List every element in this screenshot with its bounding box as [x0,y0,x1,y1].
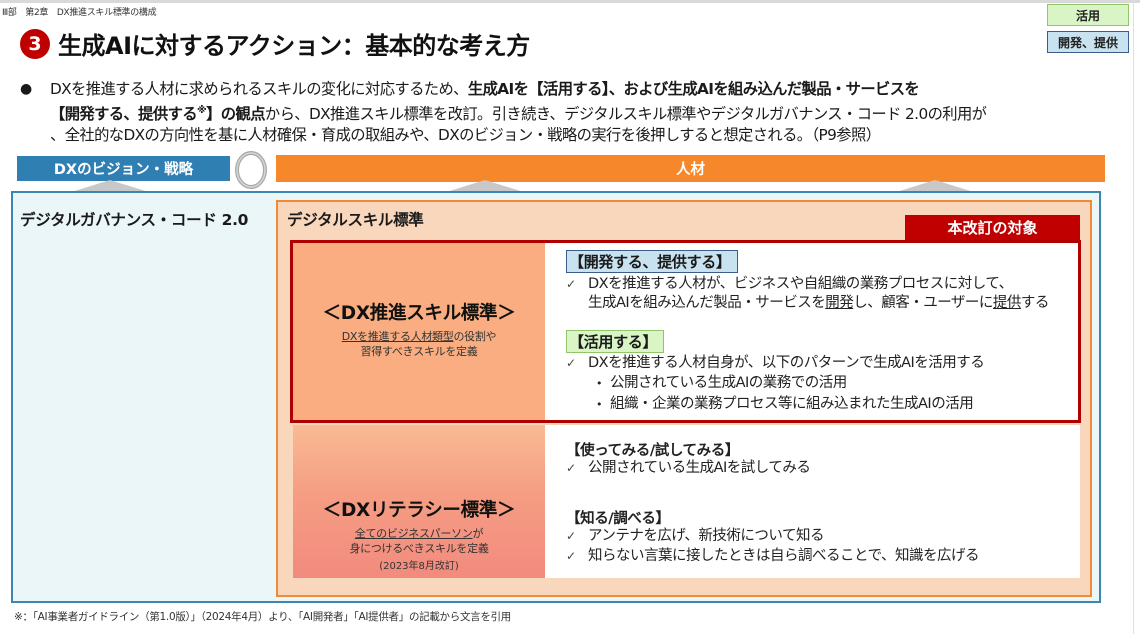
page-title: 3 生成AIに対するアクション：基本的な考え方 [20,26,530,61]
digital-skill-standard-title: デジタルスキル標準 [287,211,424,229]
know-item: ✓アンテナを広げ、新技術について知る [566,528,824,544]
cycle-ring-icon [235,151,267,189]
dx-literacy-standard-title: ＜DXリテラシー標準＞ [322,500,516,521]
check-icon: ✓ [566,277,576,291]
dx-literacy-revision-note: (2023年8月改訂) [379,561,459,572]
dx-literacy-standard-desc: 全てのビジネスパーソンが 身につけるべきスキルを定義 [349,527,489,555]
intro-line-1: DXを推進する人材に求められるスキルの変化に対応するため、生成AIを【活用する】… [50,80,920,98]
right-divider [1133,0,1134,634]
breadcrumb: Ⅲ部 第2章 DX推進スキル標準の構成 [2,8,157,18]
footnote: ※：「AI事業者ガイドライン（第1.0版）」（2024年4月）より、「AI開発者… [14,611,511,623]
utilize-sub-item: •公開されている生成AIの業務での活用 [588,374,847,393]
check-icon: ✓ [566,461,576,475]
intro-line-3: 、全社的なDXの方向性を基に人材確保・育成の取組みや、DXのビジョン・戦略の実行… [50,126,881,145]
check-icon: ✓ [566,356,576,370]
revision-target-label: 本改訂の対象 [905,215,1080,240]
talent-bar: 人材 [276,155,1105,182]
dx-promotion-standard-panel: ＜DX推進スキル標準＞ DXを推進する人材類型の役割や 習得すべきスキルを定義 [293,243,545,420]
know-label: 【知る/調べる】 [566,511,670,527]
top-divider [0,0,1140,3]
check-icon: ✓ [566,549,576,563]
bullet-icon: • [596,377,603,390]
governance-code-title: デジタルガバナンス・コード 2.0 [20,211,249,229]
bullet-icon: • [596,398,603,411]
dx-literacy-standard-panel: ＜DXリテラシー標準＞ 全てのビジネスパーソンが 身につけるべきスキルを定義 (… [293,425,545,578]
dx-promotion-standard-desc: DXを推進する人材類型の役割や 習得すべきスキルを定義 [341,329,497,358]
utilize-sub-item: •組織・企業の業務プロセス等に組み込まれた生成AIの活用 [588,395,974,414]
try-label: 【使ってみる/試してみる】 [566,443,739,459]
arrow-up-icon [890,180,980,194]
arrow-up-icon [440,180,530,194]
tag-use: 活用 [1047,4,1129,26]
vision-strategy-bar: DXのビジョン・戦略 [17,156,230,181]
dx-promotion-standard-title: ＜DX推進スキル標準＞ [322,302,516,324]
bullet-icon: ● [20,81,32,97]
utilize-label: 【活用する】 [566,330,665,353]
tag-develop-provide: 開発、提供 [1047,31,1129,53]
try-item: ✓公開されている生成AIを試してみる [566,460,811,476]
check-icon: ✓ [566,529,576,543]
arrow-up-icon [65,180,155,194]
section-number-badge: 3 [20,28,50,59]
know-item: ✓知らない言葉に接したときは自ら調べることで、知識を広げる [566,548,979,564]
intro-line-2: 【開発する、提供する※】の観点から、DX推進スキル標準を改訂。引き続き、デジタル… [50,105,987,124]
intro-paragraph: ● DXを推進する人材に求められるスキルの変化に対応するため、生成AIを【活用す… [20,79,1120,146]
develop-provide-item: ✓DXを推進する人材が、ビジネスや自組織の業務プロセスに対して、 生成AIを組み… [566,276,1049,311]
develop-provide-label: 【開発する、提供する】 [566,250,738,273]
page-title-text: 生成AIに対するアクション：基本的な考え方 [58,32,530,60]
dx-literacy-detail-panel [545,425,1080,578]
utilize-item: ✓DXを推進する人材自身が、以下のパターンで生成AIを活用する [566,355,985,371]
